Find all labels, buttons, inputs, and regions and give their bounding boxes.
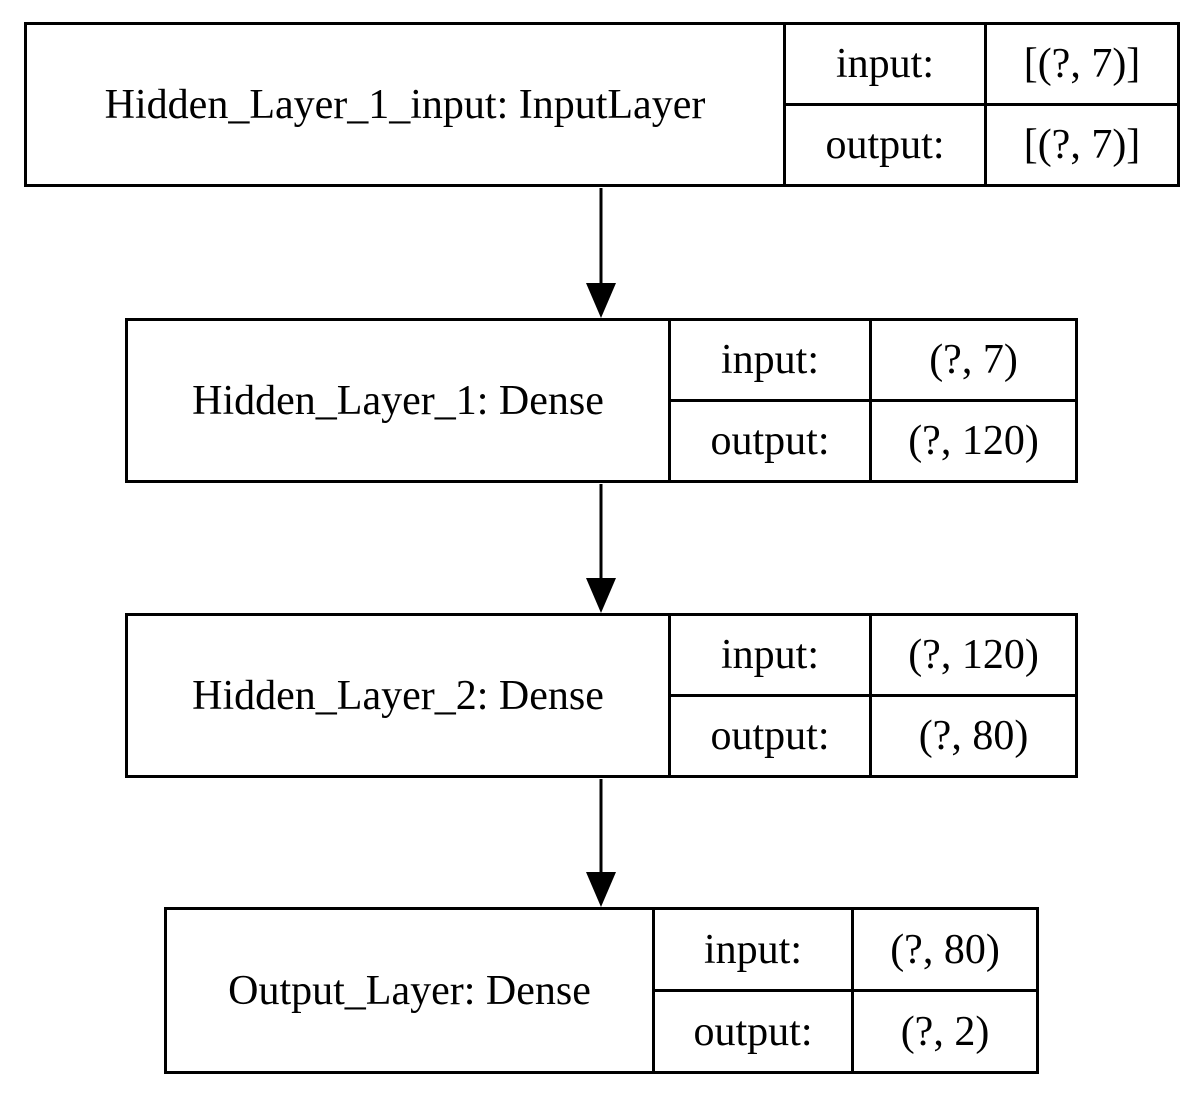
input-shape: (?, 7) bbox=[872, 321, 1075, 402]
port-label-column: input: output: bbox=[786, 25, 987, 184]
output-label: output: bbox=[693, 1008, 813, 1055]
input-label: input: bbox=[671, 321, 869, 402]
edge-arrow bbox=[586, 484, 616, 613]
output-shape: [(?, 7)] bbox=[1023, 122, 1141, 168]
shape-column: (?, 120) (?, 80) bbox=[872, 616, 1075, 775]
output-label: output: bbox=[710, 418, 830, 464]
layer-node-hidden-layer-1-input: Hidden_Layer_1_input: InputLayer input: … bbox=[24, 22, 1180, 187]
input-label: input: bbox=[655, 910, 851, 992]
input-label: input: bbox=[671, 616, 869, 697]
output-label: output: bbox=[710, 713, 830, 759]
layer-name: Output_Layer: Dense bbox=[167, 910, 655, 1071]
input-shape: (?, 120) bbox=[872, 616, 1075, 697]
layer-name: Hidden_Layer_1_input: InputLayer bbox=[27, 25, 786, 184]
output-shape: (?, 80) bbox=[918, 713, 1029, 759]
layer-node-output-layer: Output_Layer: Dense input: output: (?, 8… bbox=[164, 907, 1039, 1074]
shape-column: (?, 80) (?, 2) bbox=[854, 910, 1036, 1071]
output-shape: (?, 120) bbox=[908, 418, 1039, 464]
port-label-column: input: output: bbox=[655, 910, 854, 1071]
arrowhead-icon bbox=[586, 872, 616, 907]
layer-name: Hidden_Layer_1: Dense bbox=[128, 321, 671, 480]
port-label-column: input: output: bbox=[671, 616, 872, 775]
shape-column: [(?, 7)] [(?, 7)] bbox=[987, 25, 1177, 184]
edge-arrow bbox=[586, 188, 616, 318]
output-shape: (?, 2) bbox=[900, 1008, 990, 1055]
shape-column: (?, 7) (?, 120) bbox=[872, 321, 1075, 480]
port-label-column: input: output: bbox=[671, 321, 872, 480]
input-shape: [(?, 7)] bbox=[987, 25, 1177, 106]
output-label: output: bbox=[825, 122, 945, 168]
input-shape: (?, 80) bbox=[854, 910, 1036, 992]
arrowhead-icon bbox=[586, 578, 616, 613]
edge-arrow bbox=[586, 779, 616, 907]
arrowhead-icon bbox=[586, 283, 616, 318]
input-label: input: bbox=[786, 25, 984, 106]
layer-node-hidden-layer-2: Hidden_Layer_2: Dense input: output: (?,… bbox=[125, 613, 1078, 778]
layer-name: Hidden_Layer_2: Dense bbox=[128, 616, 671, 775]
layer-node-hidden-layer-1: Hidden_Layer_1: Dense input: output: (?,… bbox=[125, 318, 1078, 483]
